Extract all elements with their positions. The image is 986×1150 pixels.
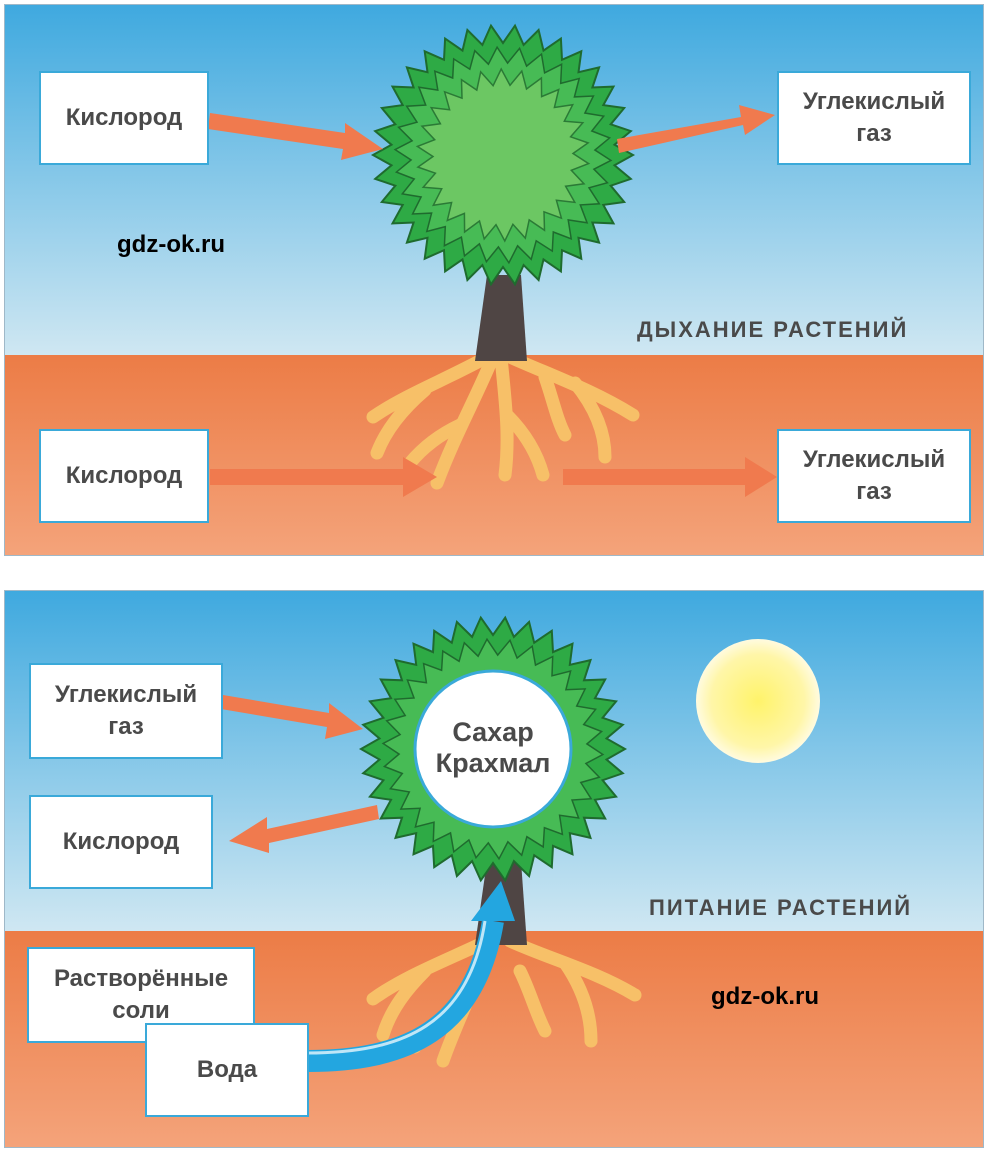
arrow-oxygen-out xyxy=(229,805,379,853)
box-water-label: Вода xyxy=(196,1055,258,1083)
arrow-co2-in xyxy=(221,695,363,739)
trunk xyxy=(475,275,527,361)
arrow-soil-in xyxy=(210,457,437,497)
caption-respiration: ДЫХАНИЕ РАСТЕНИЙ xyxy=(637,317,909,342)
arrow-water xyxy=(306,919,504,1072)
arrow-soil-out xyxy=(563,457,777,497)
respiration-panel: Кислород Углекислый газ Кислород Углекис… xyxy=(4,4,984,556)
box-oxygen-air: Кислород xyxy=(39,71,209,165)
arrow-air-in xyxy=(208,113,383,160)
sugar-circle xyxy=(413,669,573,829)
watermark-top: gdz-ok.ru xyxy=(117,231,225,258)
crown-core xyxy=(415,67,591,243)
box-co2-soil: Углекислый газ xyxy=(777,429,971,523)
box-oxygen-air: Кислород xyxy=(29,795,213,889)
box-water: Вода xyxy=(145,1023,309,1117)
box-oxygen-air-label: Кислород xyxy=(62,827,180,855)
caption-nutrition: ПИТАНИЕ РАСТЕНИЙ xyxy=(649,895,913,920)
sun-icon xyxy=(696,639,820,763)
box-co2-air-label: Углекислый газ xyxy=(54,680,198,740)
box-dissolved-salts-label: Растворённые соли xyxy=(53,964,229,1024)
box-co2-soil-label: Углекислый газ xyxy=(802,445,946,505)
box-co2-air: Углекислый газ xyxy=(777,71,971,165)
nutrition-panel: Сахар Крахмал Углекислый газ Кислород Ра… xyxy=(4,590,984,1148)
box-co2-air-label: Углекислый газ xyxy=(802,87,946,147)
arrow-water-head xyxy=(471,881,515,921)
box-oxygen-soil-label: Кислород xyxy=(65,461,183,489)
box-oxygen-air-label: Кислород xyxy=(65,103,183,131)
box-oxygen-soil: Кислород xyxy=(39,429,209,523)
roots xyxy=(366,350,640,490)
arrow-air-out xyxy=(617,105,775,153)
sugar-starch-label: Сахар Крахмал xyxy=(435,717,551,779)
watermark-bottom: gdz-ok.ru xyxy=(711,983,819,1010)
box-co2-air: Углекислый газ xyxy=(29,663,223,759)
